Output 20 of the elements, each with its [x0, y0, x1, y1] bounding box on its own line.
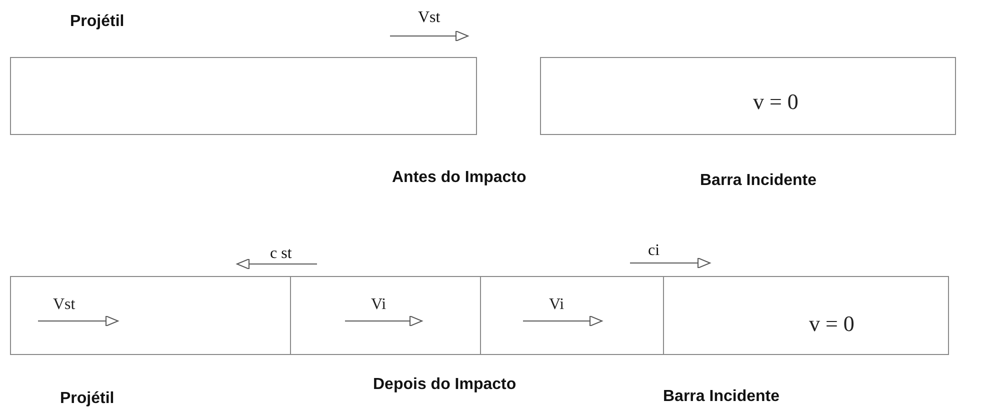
bar-segment [480, 276, 664, 355]
wave-speed-label: c st [270, 246, 292, 262]
part-label: Projétil [70, 14, 124, 30]
part-label: Projétil [60, 391, 114, 407]
part-label: Barra Incidente [663, 389, 780, 405]
velocity-label: Vst [53, 297, 76, 313]
bar-segment [10, 276, 291, 355]
stage-title: Depois do Impacto [373, 377, 516, 393]
velocity-value: v = 0 [753, 91, 798, 113]
part-label: Barra Incidente [700, 173, 816, 189]
bar-segment [290, 276, 481, 355]
bar [10, 57, 477, 135]
stage-title: Antes do Impacto [392, 170, 526, 186]
velocity-value: v = 0 [809, 313, 854, 335]
velocity-label: Vi [371, 297, 386, 313]
bar-segment [663, 276, 949, 355]
velocity-label: Vi [549, 297, 564, 313]
velocity-label: Vst [418, 10, 440, 26]
wave-speed-label: ci [648, 243, 660, 259]
bar-segment [540, 57, 956, 135]
